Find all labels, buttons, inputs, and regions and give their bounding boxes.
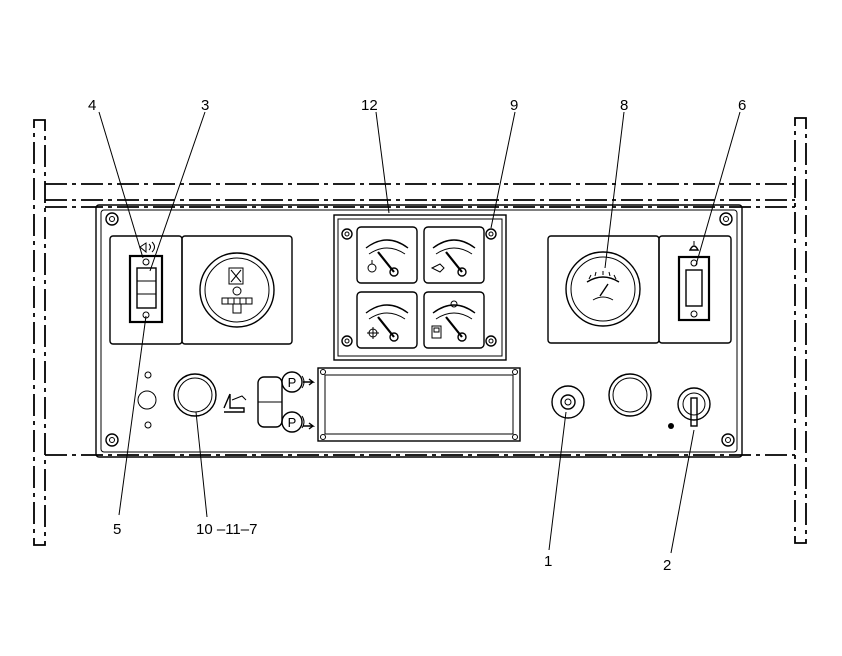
right-rocker-switch-module xyxy=(658,235,732,344)
gauge-cluster xyxy=(333,214,507,361)
oil-pressure-gauge xyxy=(423,226,485,284)
engine-hour-meter-module xyxy=(181,235,293,345)
parking-symbol-top: P xyxy=(288,375,297,390)
transmission-temperature-gauge xyxy=(356,291,418,349)
callout-6: 6 xyxy=(738,97,746,114)
coolant-temperature-gauge xyxy=(356,226,418,284)
ignition-key-switch xyxy=(668,387,711,429)
corner-bolt xyxy=(485,335,497,347)
frame-rails xyxy=(33,117,807,546)
callout-2: 2 xyxy=(663,557,671,574)
corner-bolt xyxy=(341,335,353,347)
callout-12: 12 xyxy=(361,97,378,114)
corner-bolt xyxy=(721,433,735,447)
lower-left-indicators xyxy=(137,371,217,429)
callout-4: 4 xyxy=(88,97,96,114)
horn-icon xyxy=(139,241,155,254)
corner-bolt xyxy=(105,212,119,226)
left-rocker-switch-module xyxy=(109,235,183,345)
seat-icon xyxy=(223,393,247,413)
callout-8: 8 xyxy=(620,97,628,114)
instrument-panel xyxy=(95,204,743,458)
start-button xyxy=(551,385,585,419)
parking-brake-switch: P P xyxy=(223,371,316,433)
tachometer-module xyxy=(547,235,660,344)
fuel-icon xyxy=(431,325,442,339)
corner-bolt xyxy=(719,212,733,226)
callout-3: 3 xyxy=(201,97,209,114)
callout-1: 1 xyxy=(544,553,552,570)
callout-9: 9 xyxy=(510,97,518,114)
blank-plug xyxy=(608,373,652,417)
cover-plate xyxy=(317,367,521,442)
callout-labels: 4 3 12 9 8 6 5 10 –11–7 1 2 xyxy=(88,97,746,574)
corner-bolt xyxy=(341,228,353,240)
fuel-level-gauge xyxy=(423,291,485,349)
leader-lines xyxy=(98,111,741,554)
parking-symbol-bottom: P xyxy=(288,415,297,430)
parking-brake-icon: P xyxy=(281,371,316,393)
plug-button xyxy=(173,373,217,417)
light-icon xyxy=(688,241,700,251)
callout-5: 5 xyxy=(113,521,121,538)
callout-10-11-7: 10 –11–7 xyxy=(196,521,257,538)
corner-bolt xyxy=(105,433,119,447)
corner-bolt xyxy=(485,228,497,240)
parking-brake-icon: P xyxy=(281,411,316,433)
